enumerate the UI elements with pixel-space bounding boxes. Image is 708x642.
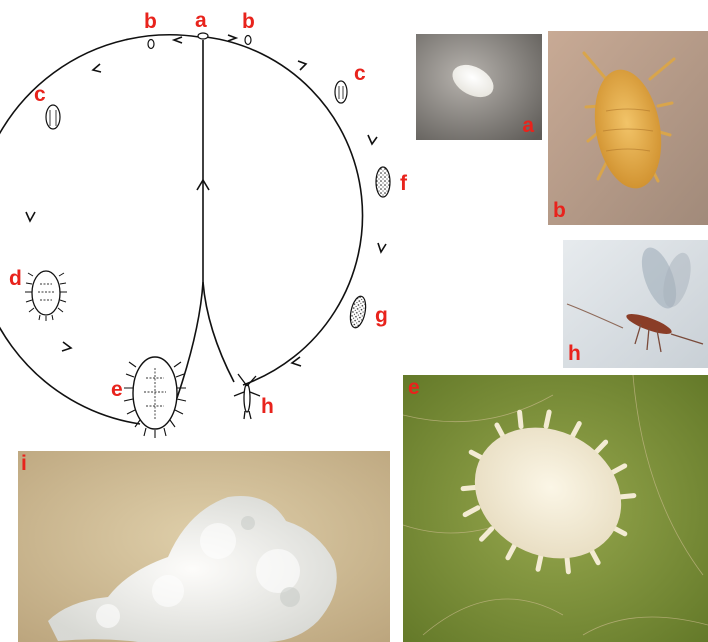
third-instar-drawing [25, 271, 67, 321]
stage-label-e: e [111, 378, 123, 401]
adult-male-photo-label: h [568, 343, 581, 364]
adult-female-drawing [124, 357, 186, 438]
stage-label-b-right: b [242, 10, 255, 33]
stage-label-c-right: c [354, 62, 366, 85]
stem-branch-right [203, 282, 234, 382]
adult-male-drawing [234, 374, 260, 419]
adult-female-photo-label: e [408, 377, 420, 398]
egg-photo-label: a [522, 115, 534, 136]
crawler-photo: b [548, 31, 708, 225]
stage-label-g: g [375, 304, 388, 327]
ovisac-photo-label: i [21, 453, 27, 474]
stage-label-b-left: b [144, 10, 157, 33]
stem-branch-left [177, 282, 203, 398]
stage-label-f: f [400, 172, 408, 195]
stage-label-c-left: c [34, 83, 46, 106]
stage-label-a: a [195, 9, 207, 32]
prepupa-drawing [376, 167, 390, 197]
second-instar-drawing-right [335, 81, 347, 103]
crawler-drawing-right [245, 36, 251, 45]
egg-photo: a [416, 34, 542, 140]
crawler-photo-label: b [553, 200, 566, 221]
crawler-drawing-left [148, 40, 154, 49]
stage-label-d: d [9, 267, 22, 290]
egg-drawing [198, 33, 208, 39]
ovisac-photo: i [18, 451, 390, 642]
stage-label-h: h [261, 395, 274, 418]
pupa-drawing [348, 295, 368, 329]
second-instar-drawing-left [46, 105, 60, 129]
adult-female-photo: e [403, 375, 708, 642]
adult-male-photo: h [563, 240, 708, 368]
